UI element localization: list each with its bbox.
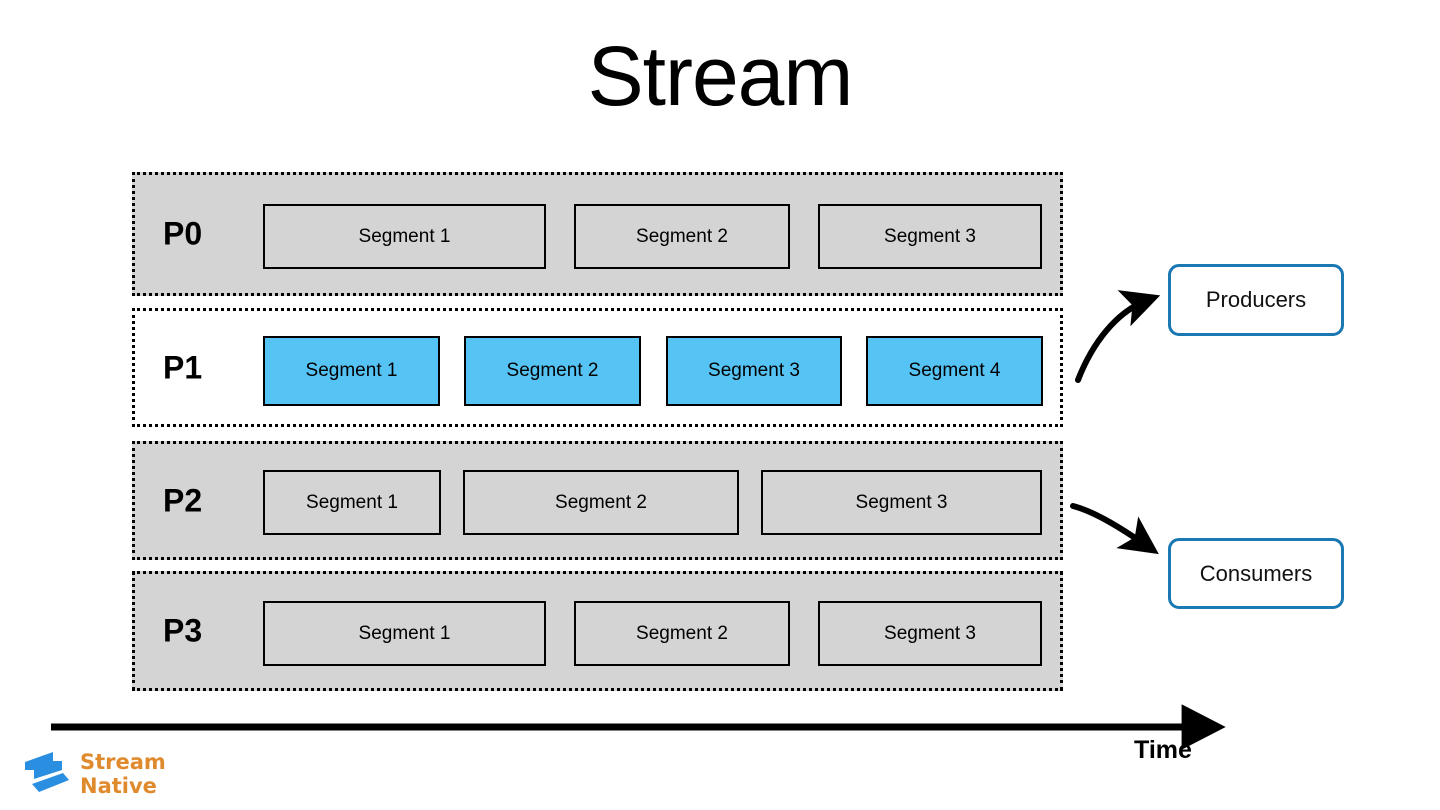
segment-box-p0-3[interactable]: Segment 3	[818, 204, 1042, 269]
partition-label-p1: P1	[163, 349, 203, 385]
partition-row-p2: P2 Segment 1 Segment 2 Segment 3	[132, 441, 1063, 560]
segment-label: Segment 4	[908, 360, 1001, 381]
page-title: Stream	[587, 29, 854, 123]
segment-label: Segment 3	[855, 491, 948, 513]
arrow-to-consumers	[1070, 503, 1159, 555]
partition-label-p2: P2	[163, 482, 203, 518]
segment-box-p3-2[interactable]: Segment 2	[574, 601, 790, 666]
consumers-label: Consumers	[1199, 560, 1313, 586]
segment-box-p1-4[interactable]: Segment 4	[866, 336, 1043, 406]
segment-label: Segment 2	[506, 360, 599, 381]
consumers-box[interactable]: Consumers	[1168, 538, 1344, 609]
segment-label: Segment 3	[884, 225, 976, 247]
segment-box-p2-3[interactable]: Segment 3	[761, 470, 1042, 535]
segment-label: Segment 1	[306, 491, 398, 513]
logo-text-native: Native	[80, 774, 157, 798]
segment-label: Segment 2	[555, 491, 647, 513]
segment-box-p3-3[interactable]: Segment 3	[818, 601, 1042, 666]
segment-box-p2-1[interactable]: Segment 1	[263, 470, 441, 535]
streamnative-logo: Stream Native	[22, 746, 197, 802]
partition-label-p3: P3	[163, 612, 203, 649]
segment-label: Segment 1	[358, 225, 451, 247]
time-axis-label: Time	[1134, 736, 1192, 764]
logo-text-stream: Stream	[80, 750, 166, 774]
partition-row-p0: P0 Segment 1 Segment 2 Segment 3	[132, 172, 1063, 296]
segment-box-p0-1[interactable]: Segment 1	[263, 204, 546, 269]
segment-label: Segment 2	[636, 225, 728, 247]
partition-row-p3: P3 Segment 1 Segment 2 Segment 3	[132, 571, 1063, 691]
arrow-to-producers	[1075, 290, 1161, 383]
segment-box-p2-2[interactable]: Segment 2	[463, 470, 739, 535]
segment-label: Segment 1	[358, 622, 451, 644]
segment-box-p1-1[interactable]: Segment 1	[263, 336, 440, 406]
segment-label: Segment 2	[636, 622, 728, 644]
segment-label: Segment 3	[708, 360, 800, 381]
streamnative-mark-icon	[25, 752, 69, 792]
segment-label: Segment 1	[305, 360, 398, 381]
segment-box-p0-2[interactable]: Segment 2	[574, 204, 790, 269]
segment-box-p1-3[interactable]: Segment 3	[666, 336, 842, 406]
partition-label-p0: P0	[163, 215, 203, 252]
producers-label: Producers	[1205, 287, 1307, 312]
segment-box-p3-1[interactable]: Segment 1	[263, 601, 546, 666]
partition-row-p1: P1 Segment 1 Segment 2 Segment 3 Segment…	[132, 308, 1063, 427]
segment-box-p1-2[interactable]: Segment 2	[464, 336, 641, 406]
segment-label: Segment 3	[884, 622, 976, 644]
producers-box[interactable]: Producers	[1168, 264, 1344, 336]
